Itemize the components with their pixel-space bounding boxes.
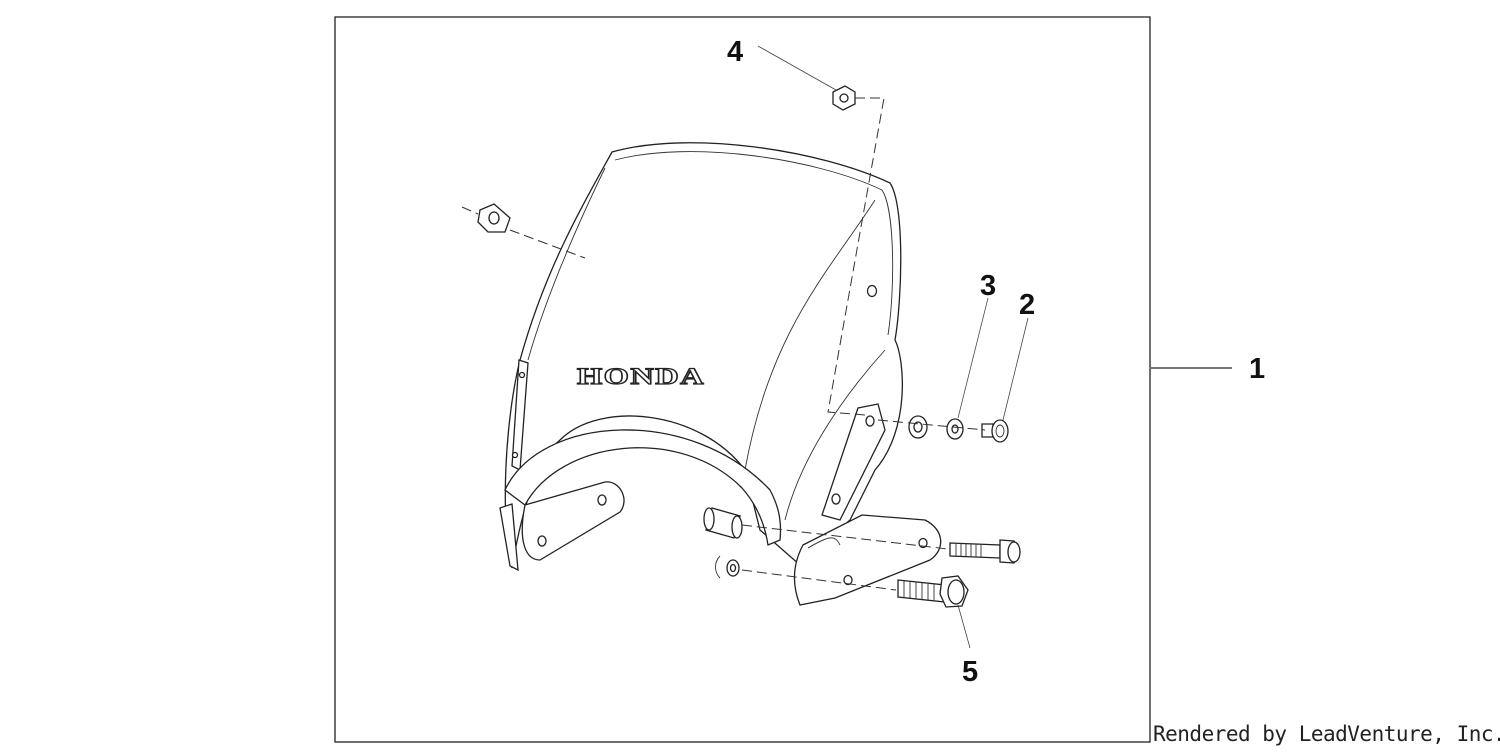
assembly-line-long-bolt — [741, 524, 949, 550]
render-credit: Rendered by LeadVenture, Inc. — [1153, 722, 1500, 746]
diagram-frame — [334, 16, 1151, 743]
callout-part-5: 5 — [962, 656, 978, 688]
callout-part-3: 3 — [980, 270, 996, 302]
part-2-screw — [981, 419, 1009, 443]
part-5-bolt — [897, 575, 969, 608]
leader-part-4 — [757, 45, 837, 91]
callout-part-4: 4 — [727, 36, 743, 68]
rubber-washer — [908, 415, 928, 439]
assembly-line-washers — [877, 419, 986, 431]
leader-part-3 — [957, 297, 989, 419]
spacer-collar — [703, 507, 743, 539]
part-4-nut — [832, 85, 856, 111]
callout-part-1: 1 — [1249, 353, 1265, 385]
part-3-washer — [946, 418, 964, 440]
leader-part-2 — [1002, 317, 1029, 421]
assembly-line-part-5 — [741, 569, 897, 591]
small-washer — [715, 555, 740, 579]
assembly-line-well-nut — [461, 206, 586, 259]
well-nut — [477, 203, 511, 233]
callout-part-2: 2 — [1019, 289, 1035, 321]
long-bolt — [949, 539, 1021, 564]
right-bracket — [793, 403, 942, 606]
lower-stay — [499, 429, 782, 572]
leader-part-5 — [957, 604, 971, 649]
assembly-line-top — [827, 97, 885, 416]
windscreen-logo: HONDA — [577, 364, 705, 389]
